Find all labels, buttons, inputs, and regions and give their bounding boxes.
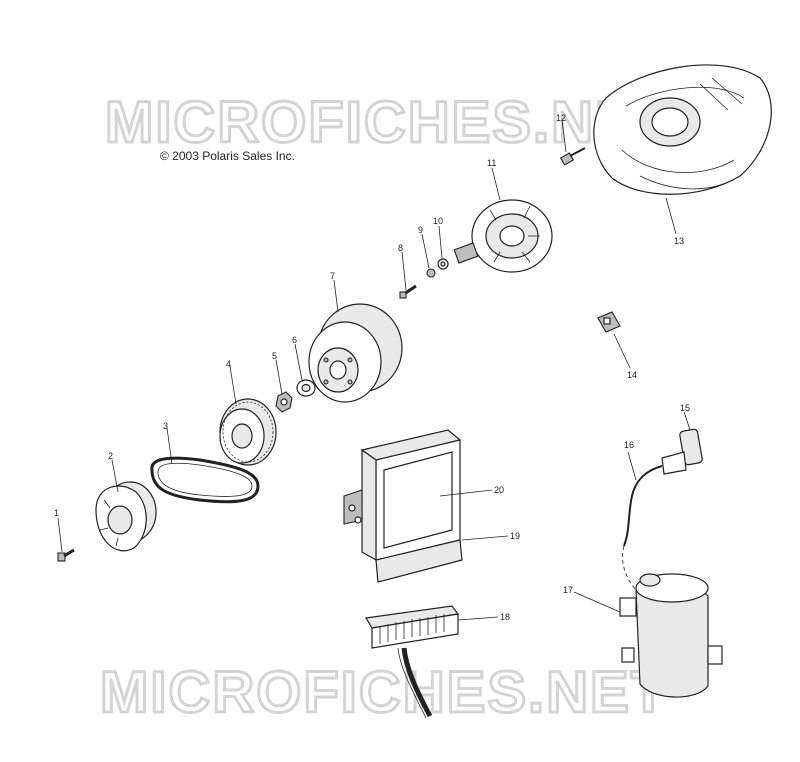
copyright-notice: © 2003 Polaris Sales Inc. bbox=[160, 149, 295, 163]
callout-14: 14 bbox=[627, 370, 637, 380]
callout-2: 2 bbox=[108, 451, 113, 461]
part-18-connector bbox=[365, 605, 460, 719]
part-10-washer bbox=[437, 258, 449, 270]
callout-labels: 1 2 3 4 5 6 7 8 9 10 11 12 13 14 15 16 1… bbox=[54, 113, 690, 622]
callout-18: 18 bbox=[500, 612, 510, 622]
part-13-housing bbox=[593, 64, 772, 195]
part-3-belt bbox=[150, 456, 260, 504]
callout-5: 5 bbox=[272, 351, 277, 361]
part-9-nut bbox=[426, 268, 436, 278]
part-19-cdi-module bbox=[343, 429, 463, 583]
part-12-bolt bbox=[559, 147, 586, 166]
part-16-wire bbox=[622, 465, 663, 591]
part-14-clip bbox=[597, 311, 621, 333]
part-4-pulley bbox=[219, 398, 277, 466]
callout-1: 1 bbox=[54, 508, 59, 518]
part-1-bolt bbox=[57, 548, 75, 562]
callout-3: 3 bbox=[163, 421, 168, 431]
callout-12: 12 bbox=[556, 113, 566, 123]
callout-6: 6 bbox=[292, 335, 297, 345]
callout-8: 8 bbox=[398, 243, 403, 253]
callout-20: 20 bbox=[494, 485, 504, 495]
callout-19: 19 bbox=[510, 531, 520, 541]
watermark-bottom: MICROFICHES.NET bbox=[100, 660, 668, 725]
callout-15: 15 bbox=[680, 403, 690, 413]
callout-7: 7 bbox=[330, 271, 335, 281]
callout-13: 13 bbox=[674, 236, 684, 246]
callout-11: 11 bbox=[487, 158, 496, 168]
callout-17: 17 bbox=[563, 585, 573, 595]
callout-4: 4 bbox=[226, 359, 231, 369]
callout-16: 16 bbox=[624, 440, 634, 450]
part-15-plug-cap bbox=[661, 428, 703, 475]
watermark-top: MICROFICHES.NET bbox=[105, 90, 673, 155]
part-17-coil bbox=[619, 573, 723, 698]
callout-10: 10 bbox=[433, 216, 443, 226]
callout-9: 9 bbox=[418, 225, 423, 235]
part-5-nut bbox=[275, 391, 293, 413]
part-11-stator bbox=[453, 199, 553, 273]
part-6-washer bbox=[296, 379, 316, 397]
part-8-screw bbox=[399, 284, 417, 299]
part-7-flywheel bbox=[308, 303, 403, 403]
part-2-pulley bbox=[95, 481, 157, 552]
leader-lines bbox=[57, 119, 691, 621]
